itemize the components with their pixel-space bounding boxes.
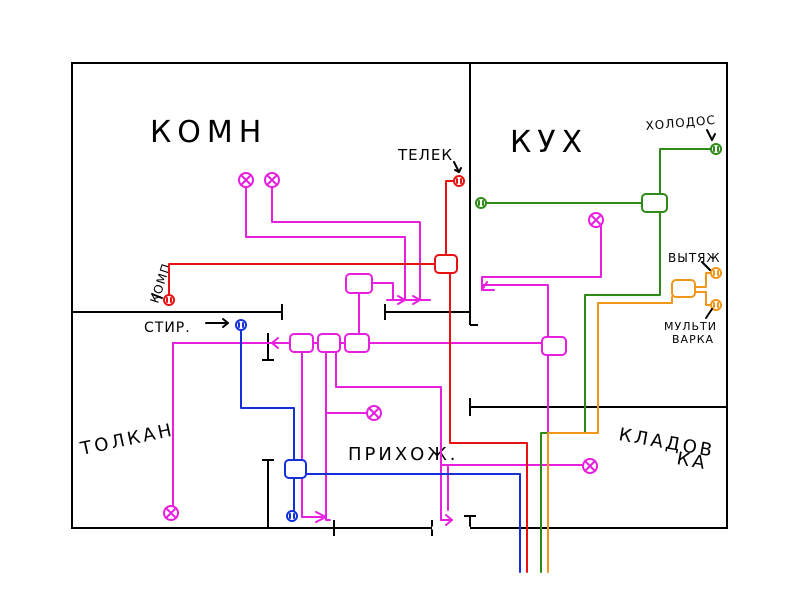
arrow-pointer (701, 261, 711, 271)
lamp-icon (366, 405, 382, 421)
walls (71, 62, 728, 536)
device-label-tv: ТЕЛЕК (397, 146, 453, 164)
lamp-icon (238, 172, 254, 188)
blue-junction-box (284, 459, 307, 479)
wire-orange (694, 291, 713, 306)
room-label-toilet: ТОЛКАН (78, 420, 177, 461)
wire-light (271, 187, 421, 301)
arrow-pointer (706, 129, 716, 141)
wire-light (245, 187, 406, 301)
wire-red (168, 263, 436, 295)
wire-light (371, 282, 394, 301)
room-label-storage-2: КА (675, 448, 709, 474)
wire-orange (694, 272, 713, 288)
wire-red-main (449, 272, 528, 573)
device-label-washer: СТИР. (144, 320, 191, 336)
wire-light (481, 284, 549, 338)
device-label-multicooker-2: ВАРКА (672, 333, 714, 346)
appliance-sockets-circuit (547, 261, 722, 573)
lamp-icon (163, 505, 179, 521)
socket-icon (286, 510, 298, 522)
lamp-icon (264, 172, 280, 188)
device-label-hood: ВЫТЯЖ (668, 251, 720, 265)
room-label-living: КОМН (150, 115, 267, 150)
lighting-junction-box (344, 333, 370, 353)
wire-light-hall (335, 351, 442, 521)
orange-junction-box (671, 279, 696, 298)
wire-arrow (445, 514, 453, 526)
arrow-pointer (222, 318, 229, 328)
wire-arrow (397, 295, 406, 305)
wire-green-main (540, 211, 661, 573)
lighting-junction-box (289, 333, 314, 353)
wire-red (445, 180, 455, 257)
wire-light (325, 351, 331, 521)
wire-arrow (271, 337, 279, 349)
wire-light-kitchen (481, 225, 602, 291)
room-label-hallway: ПРИХОЖ. (348, 444, 458, 465)
socket-icon (453, 175, 465, 187)
socket-icon (710, 299, 722, 311)
device-label-multicooker-1: МУЛЬТИ (664, 320, 717, 333)
device-label-fridge: ХОЛОДОС (645, 113, 716, 133)
socket-icon (475, 197, 487, 209)
kitchen-sockets-circuit (475, 129, 722, 573)
wire-arrow (412, 295, 421, 305)
socket-icon (710, 267, 722, 279)
arrow-pointer (151, 293, 163, 299)
lighting-junction-box (317, 333, 341, 353)
wire-green (659, 148, 713, 195)
bath-sockets-circuit (205, 318, 521, 573)
lamp-icon (582, 458, 598, 474)
wire-orange-main (547, 296, 673, 573)
socket-icon (163, 294, 175, 306)
arrow-pointer (453, 161, 460, 173)
red-junction-box (434, 254, 458, 274)
green-junction-box (641, 193, 668, 213)
outer-wall (71, 62, 728, 529)
wire-light (301, 351, 323, 518)
living-sockets-circuit (151, 161, 528, 573)
lamp-icon (588, 212, 604, 228)
lighting-circuit (163, 172, 604, 526)
arrow-pointer (705, 308, 713, 319)
wire-blue-main (305, 473, 521, 573)
lighting-junction-box (345, 273, 373, 294)
wire-blue (240, 330, 295, 461)
room-label-kitchen: КУХ (510, 125, 588, 160)
arrow-pointer (454, 167, 462, 173)
socket-icon (710, 143, 722, 155)
lighting-junction-box (541, 336, 567, 356)
wire-arrow (315, 511, 327, 523)
socket-icon (235, 319, 247, 331)
